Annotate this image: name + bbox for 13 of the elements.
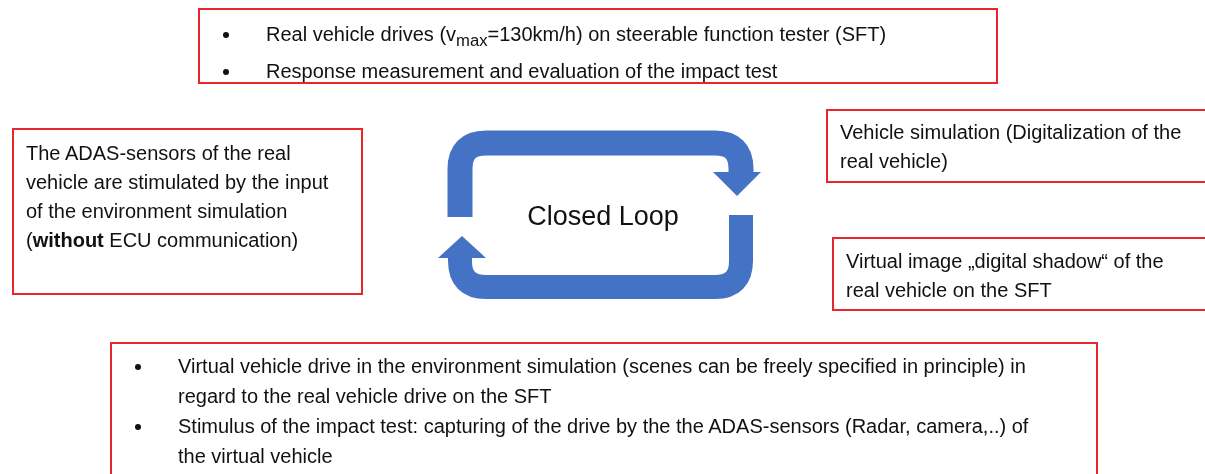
box-text: Virtual image „digital shadow“ of the real vehicle on the SFT <box>846 249 1165 303</box>
box-text: The ADAS-sensors of the real vehicle are stimulated by the input of the environment simulation (without ECU communication) <box>26 141 330 253</box>
text-box <box>826 109 1205 183</box>
box-text: Vehicle simulation (Digitalization of the real vehicle) <box>840 120 1183 174</box>
text-box <box>12 128 363 295</box>
text-box <box>198 8 998 84</box>
text-box <box>110 342 1098 474</box>
bullet-text: Real vehicle drives (v$_{max}$=130km/h) on steerable function tester (SFT) <box>266 23 887 45</box>
bullet-text: Stimulus of the impact test: capturing of the drive by the the ADAS-sensors (Radar, camera,..) of the virtual vehicle <box>178 415 1029 467</box>
bullet-text: Response measurement and evaluation of the impact test <box>266 60 778 82</box>
bullet-text: Virtual vehicle drive in the environment simulation (scenes can be freely specified in principle) in regard to the real vehicle drive on the SFT <box>178 355 1026 407</box>
center-label: Closed Loop <box>527 200 679 232</box>
text-box <box>832 237 1205 311</box>
